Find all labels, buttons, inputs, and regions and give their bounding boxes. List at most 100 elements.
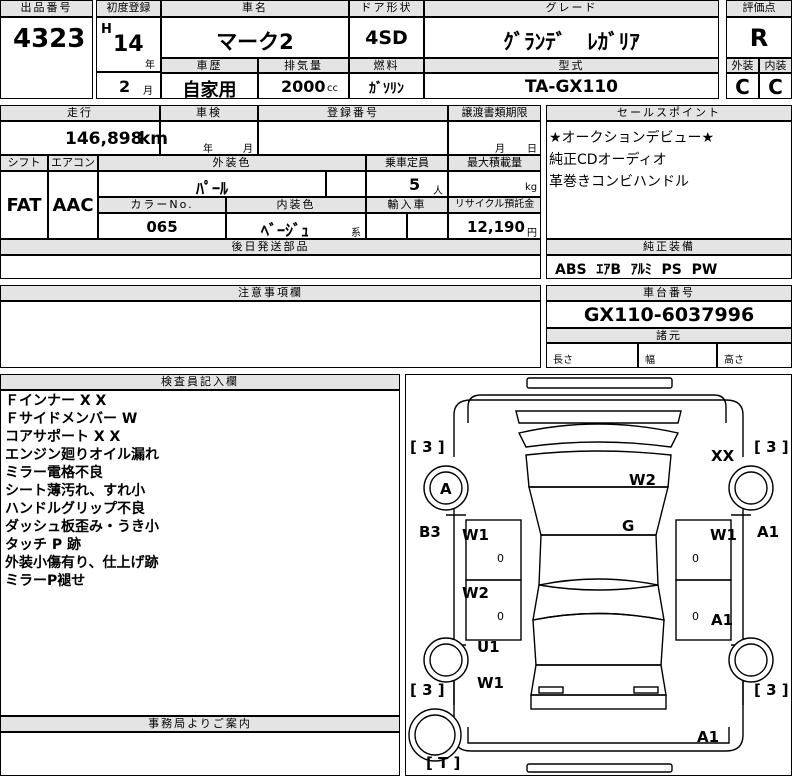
equipment-label: 純正装備 [546, 239, 792, 255]
inspection-label: 車検 [160, 105, 258, 121]
year-unit: 年 [145, 60, 155, 71]
era: H [101, 22, 112, 37]
note-line: ダッシュ板歪み・うき小 [5, 519, 159, 535]
sales-cell: ★オークションデビュー★ 純正CDオーディオ 革巻きコンビハンドル [546, 121, 792, 239]
tire-rl-score: [ 3 ] [410, 681, 445, 699]
mark-w2-rl: W2 [462, 584, 489, 602]
height-label: 高さ [724, 355, 744, 366]
door-type: 4SD [365, 27, 408, 49]
office-cell [0, 732, 400, 776]
equipment-items: ABS ｴｱB ｱﾙﾐ PS PW [555, 262, 718, 278]
first-reg-month-cell: 2 月 [96, 72, 161, 99]
model: TA-GX110 [524, 77, 619, 97]
mark-w1-fr: W1 [710, 526, 737, 544]
mark-xx: XX [711, 447, 735, 465]
equipment-cell: ABS ｴｱB ｱﾙﾐ PS PW [546, 255, 792, 279]
fuel: ｶﾞｿﾘﾝ [369, 81, 404, 97]
grade-cell: ｸﾞﾗﾝﾃﾞ ﾚｶﾞﾘｱ [424, 17, 719, 58]
car-name-label: 車名 [161, 0, 349, 17]
load-unit: kg [525, 182, 538, 193]
tire-rr-score: [ 3 ] [754, 681, 789, 699]
displacement-cell: 2000 cc [258, 73, 349, 99]
capacity: 5 [409, 175, 421, 194]
color-no-label: カラーNo. [98, 197, 226, 213]
door-handle-mark: 0 [692, 610, 699, 623]
sales-point-1: ★オークションデビュー★ [549, 130, 715, 146]
width-cell: 幅 [638, 343, 717, 368]
note-line: シート薄汚れ、すれ小 [5, 483, 146, 499]
history: 自家用 [182, 80, 237, 101]
lot-number: 4323 [13, 24, 86, 54]
interior-score: C [768, 75, 783, 99]
cc-unit: cc [327, 83, 338, 94]
note-line: コアサポート X X [5, 429, 121, 445]
color-no-cell: 065 [98, 213, 226, 239]
displacement-label: 排気量 [258, 58, 349, 73]
chassis-label: 車台番号 [546, 285, 792, 301]
chassis-cell: GX110-6037996 [546, 301, 792, 328]
month-unit: 月 [143, 86, 153, 97]
mark-b3: B3 [419, 523, 441, 541]
mileage-label: 走行 [0, 105, 160, 121]
import-label: 輸入車 [366, 197, 448, 213]
mileage-cell: 146,898 km [0, 121, 168, 155]
interior-cell: C [759, 73, 792, 99]
first-reg-year-cell: H 14 年 [96, 17, 161, 72]
lot-label: 出品番号 [0, 0, 93, 17]
model-cell: TA-GX110 [424, 73, 719, 99]
registration-cell [258, 121, 448, 155]
mileage: 146,898 [65, 129, 143, 149]
interior-label: 内装 [759, 58, 792, 73]
car-diagram-frame: [ 3 ] [ 3 ] [ 3 ] [ 3 ] [ T ] A XX W2 B3… [405, 374, 792, 776]
caution-label: 注意事項欄 [0, 285, 541, 301]
int-color: ﾍﾞｰｼﾞｭ [261, 221, 310, 240]
mark-g: G [622, 517, 634, 535]
note-line: ミラーP褪せ [5, 573, 86, 589]
history-label: 車歴 [161, 58, 258, 73]
mark-w2-hood: W2 [629, 471, 656, 489]
tire-fr-score: [ 3 ] [754, 438, 789, 456]
shift: FAT [6, 195, 42, 216]
ac-cell: AAC [48, 171, 98, 239]
mark-w1-rear: W1 [477, 674, 504, 692]
fuel-cell: ｶﾞｿﾘﾝ [349, 73, 424, 99]
length-cell: 長さ [546, 343, 638, 368]
spare-tire-score: [ T ] [426, 754, 460, 772]
recycle-label: リサイクル預託金 [448, 197, 541, 213]
capacity-label: 乗車定員 [366, 155, 448, 171]
sales-label: セールスポイント [546, 105, 792, 121]
transfer-day-unit: 日 [527, 144, 537, 155]
note-line: タッチ P 跡 [5, 537, 82, 553]
exterior-score: C [735, 75, 750, 99]
load-label: 最大積載量 [448, 155, 541, 171]
lot-cell: 4323 [0, 17, 93, 99]
inspector-notes: Ｆインナー X X Ｆサイドメンバー W コアサポート X X エンジン廻りオイ… [5, 392, 159, 590]
displacement: 2000 [281, 77, 326, 96]
grade: ｸﾞﾗﾝﾃﾞ ﾚｶﾞﾘｱ [503, 30, 640, 54]
inspector-notes-cell: Ｆインナー X X Ｆサイドメンバー W コアサポート X X エンジン廻りオイ… [0, 390, 400, 716]
later-parts-cell [0, 255, 541, 279]
transfer-cell: 月 日 [448, 121, 541, 155]
door-label: ドア形状 [349, 0, 424, 17]
recycle-unit: 円 [527, 228, 537, 239]
exterior-cell: C [726, 73, 759, 99]
import-cell-b [407, 213, 448, 239]
mark-w1-fl: W1 [462, 526, 489, 544]
tire-fl-score: [ 3 ] [410, 438, 445, 456]
recycle-cell: 12,190 円 [448, 213, 541, 239]
note-line: Ｆサイドメンバー W [5, 411, 138, 427]
door-handle-mark: 0 [497, 610, 504, 623]
color-extra-cell [326, 171, 366, 197]
note-line: ミラー電格不良 [5, 465, 103, 481]
inspector-label: 検査員記入欄 [0, 374, 400, 390]
load-cell: kg [448, 171, 541, 197]
score-cell: R [726, 17, 792, 58]
reg-month: 2 [119, 77, 131, 96]
note-line: エンジン廻りオイル漏れ [5, 447, 159, 463]
registration-label: 登録番号 [258, 105, 448, 121]
int-color-unit: 系 [351, 228, 361, 239]
transfer-label: 譲渡書類期限 [448, 105, 541, 121]
grade-label: グレード [424, 0, 719, 17]
door-handle-mark: 0 [692, 552, 699, 565]
office-label: 事務局よりご案内 [0, 716, 400, 732]
